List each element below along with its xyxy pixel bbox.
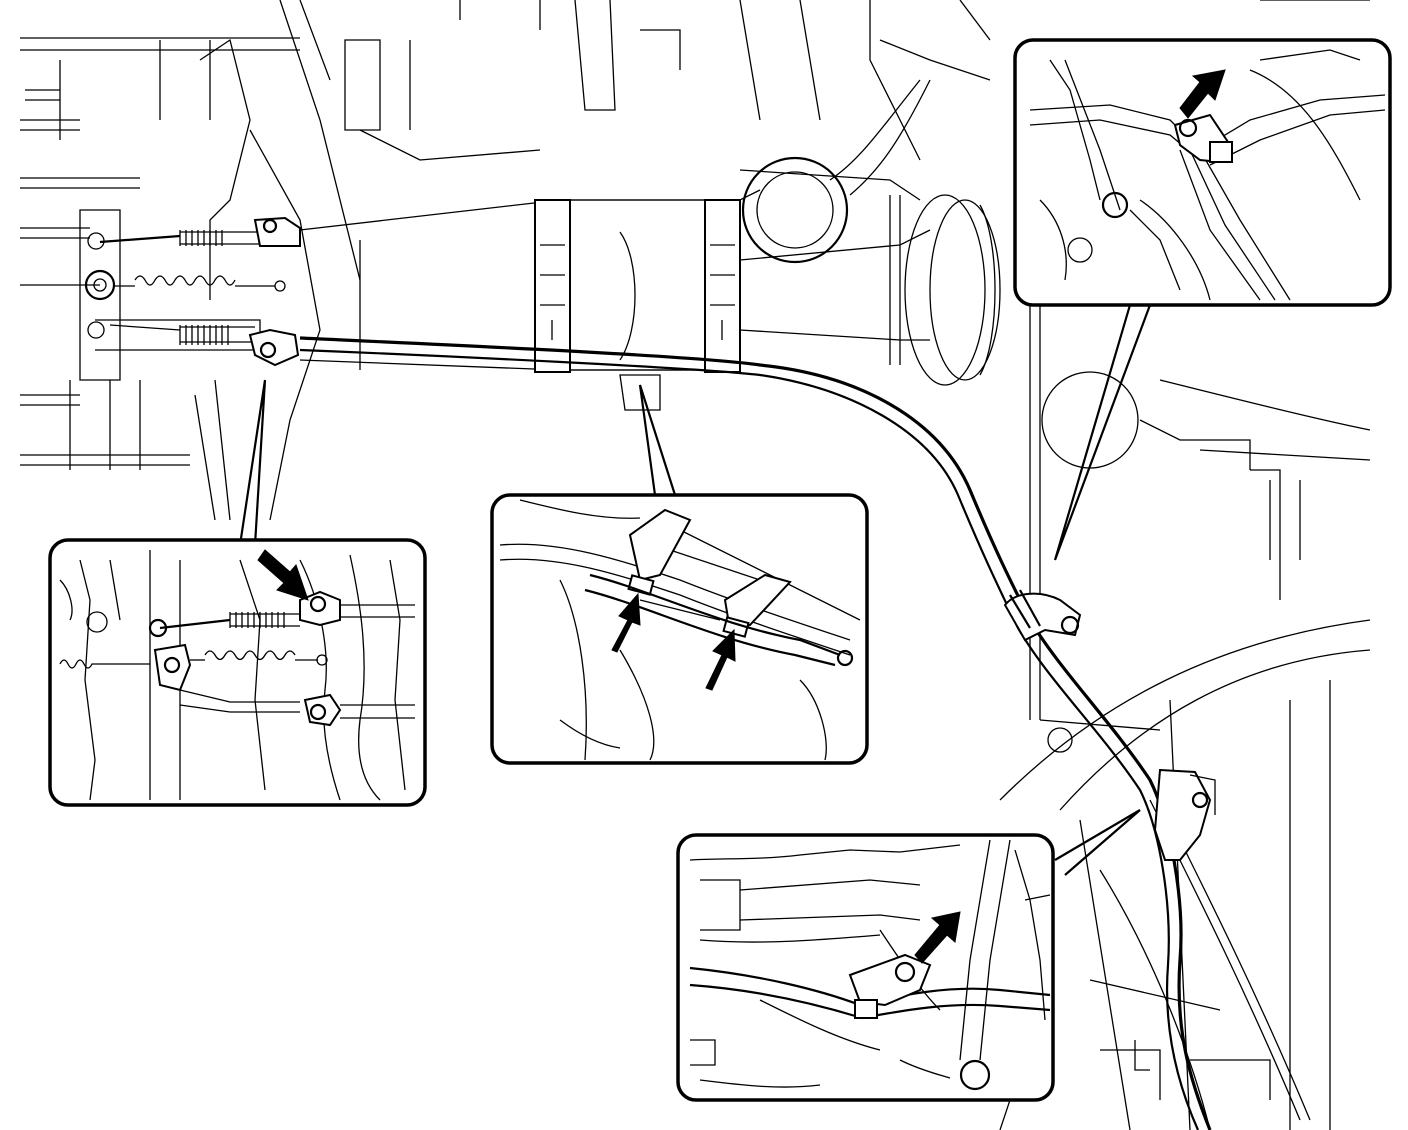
pointer-arrow-icon bbox=[705, 628, 736, 691]
inset-equalizer-bracket bbox=[48, 538, 427, 807]
pointer-arrow-icon bbox=[257, 549, 309, 601]
parking-brake-cables bbox=[20, 216, 1216, 1130]
pointer-arrow-icon bbox=[611, 592, 641, 653]
pointer-arrow-icon bbox=[914, 911, 961, 964]
inset-rear-lower-bracket bbox=[676, 833, 1055, 1102]
inset-center-clamps bbox=[490, 493, 869, 765]
pointer-arrow-icon bbox=[1179, 69, 1226, 119]
leader-lines bbox=[238, 304, 1152, 876]
inset-rear-right-bracket bbox=[1013, 38, 1392, 307]
